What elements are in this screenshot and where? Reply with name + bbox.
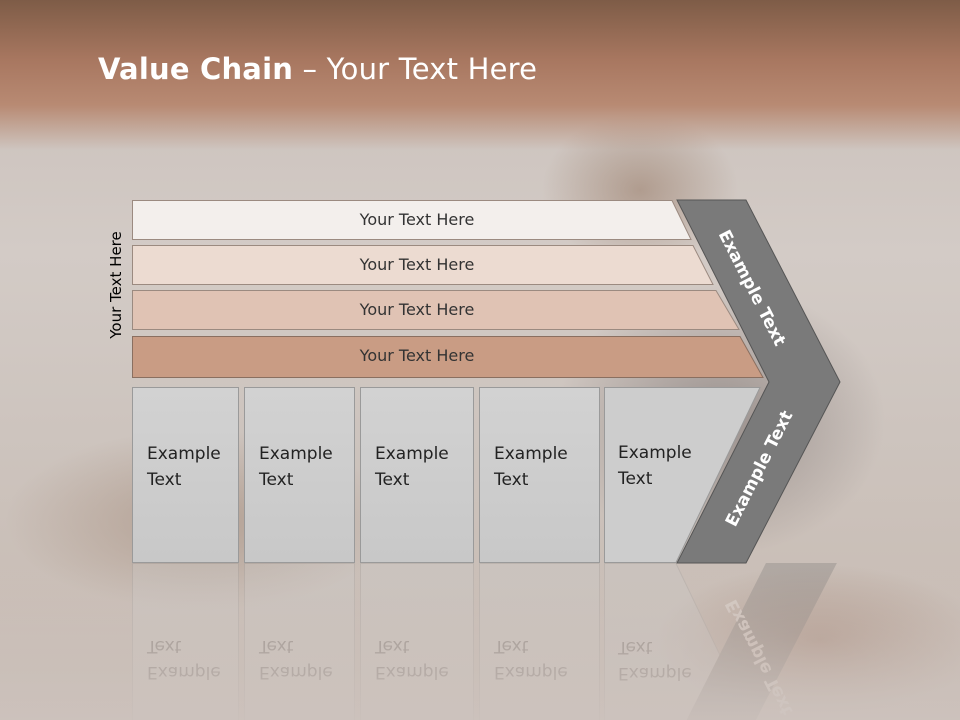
example-box-3: Example Text	[360, 387, 474, 563]
header-band	[0, 0, 960, 150]
example-box-1: Example Text	[132, 387, 239, 563]
bar-2-label: Your Text Here	[359, 255, 475, 274]
example-box-4: Example Text	[479, 387, 600, 563]
bar-3-label: Your Text Here	[359, 300, 475, 319]
bar-1-shape	[132, 200, 692, 240]
bar-4-shape	[132, 336, 764, 378]
example-box-5-text: Example Text	[618, 443, 692, 489]
example-box-2: Example Text	[244, 387, 355, 563]
example-box-4-text: Example Text	[494, 444, 568, 490]
example-box-2-text: Example Text	[259, 444, 333, 490]
title-rest: – Your Text Here	[293, 52, 538, 86]
example-box-5: Example Text	[604, 387, 764, 563]
example-box-5-shape	[604, 387, 761, 563]
example-box-3-text: Example Text	[375, 444, 449, 490]
example-box-1-text: Example Text	[147, 444, 221, 490]
bar-2-shape	[132, 245, 714, 285]
bar-1-label: Your Text Here	[359, 210, 475, 229]
bar-3-shape	[132, 290, 740, 330]
title-bold: Value Chain	[98, 52, 294, 86]
bar-4-label: Your Text Here	[359, 346, 475, 365]
slide-title: Value Chain – Your Text Here	[98, 52, 537, 96]
